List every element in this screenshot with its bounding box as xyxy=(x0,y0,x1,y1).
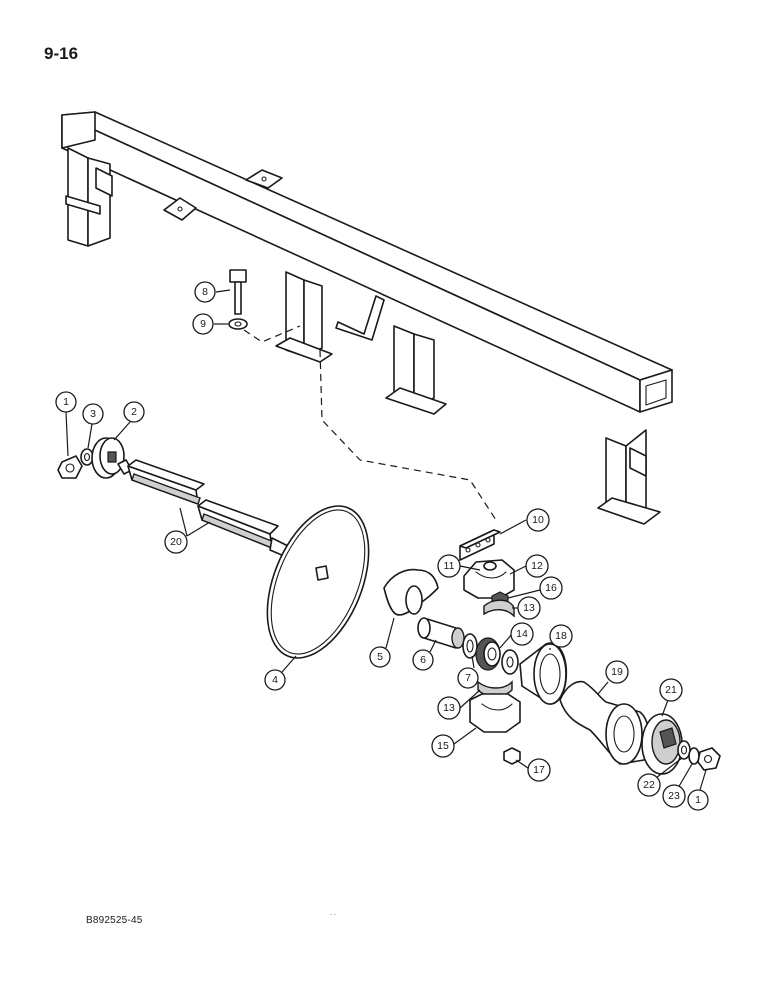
svg-text:13: 13 xyxy=(523,602,535,614)
svg-text:10: 10 xyxy=(532,514,544,526)
callout-13-upper: 13 xyxy=(517,596,541,620)
svg-text:9: 9 xyxy=(200,318,206,330)
callout-23: 23 xyxy=(662,784,686,808)
callout-1-right: 1 xyxy=(687,789,709,811)
callout-9: 9 xyxy=(192,313,214,335)
upper-housing xyxy=(463,559,515,599)
scan-mark: - - xyxy=(330,912,336,918)
svg-text:14: 14 xyxy=(516,628,528,640)
callout-5: 5 xyxy=(369,646,391,668)
spool-19 xyxy=(559,680,650,765)
bearing-insert-upper xyxy=(483,599,515,618)
svg-text:12: 12 xyxy=(531,560,543,572)
svg-text:1: 1 xyxy=(63,396,69,408)
washer-7 xyxy=(462,633,478,659)
mounting-bracket xyxy=(459,529,501,561)
callout-7: 7 xyxy=(457,667,479,689)
svg-text:17: 17 xyxy=(533,764,545,776)
svg-text:22: 22 xyxy=(643,779,655,791)
washer xyxy=(228,318,248,330)
svg-text:18: 18 xyxy=(555,630,567,642)
assembly-path-bracket xyxy=(319,349,497,521)
callout-11: 11 xyxy=(437,554,461,578)
svg-text:21: 21 xyxy=(665,684,677,696)
callout-4: 4 xyxy=(264,669,286,691)
square-shaft xyxy=(117,459,289,557)
page-number: 9-16 xyxy=(44,44,79,63)
svg-text:19: 19 xyxy=(611,666,623,678)
lower-housing xyxy=(469,693,521,733)
callout-6: 6 xyxy=(412,649,434,671)
spacer-tube xyxy=(417,617,465,649)
svg-text:11: 11 xyxy=(444,560,455,572)
callout-13-lower: 13 xyxy=(437,696,461,720)
svg-text:3: 3 xyxy=(90,408,96,420)
callout-14: 14 xyxy=(510,622,534,646)
callout-22: 22 xyxy=(637,773,661,797)
svg-text:8: 8 xyxy=(202,286,208,298)
svg-text:15: 15 xyxy=(437,740,449,752)
bearing-plate-left xyxy=(91,437,125,479)
nut-left xyxy=(57,455,83,479)
callout-19: 19 xyxy=(605,660,629,684)
callout-3: 3 xyxy=(82,403,104,425)
callout-18: 18 xyxy=(549,624,573,648)
figure-code: B892525-45 xyxy=(86,915,143,926)
callout-20: 20 xyxy=(164,530,188,554)
svg-text:23: 23 xyxy=(668,790,680,802)
svg-text:16: 16 xyxy=(545,582,557,594)
disc-blade xyxy=(266,505,370,659)
nut-right xyxy=(697,747,721,771)
svg-text:13: 13 xyxy=(443,702,455,714)
callout-17: 17 xyxy=(527,758,551,782)
svg-text:6: 6 xyxy=(420,654,426,666)
bearing-plate-right xyxy=(641,713,683,775)
callout-1-left: 1 xyxy=(55,391,77,413)
callout-8: 8 xyxy=(194,281,216,303)
callouts: 1 3 2 8 9 20 4 5 6 7 10 11 12 16 13 14 1… xyxy=(55,281,709,811)
svg-text:1: 1 xyxy=(695,794,701,806)
bolt xyxy=(229,269,247,315)
callout-10: 10 xyxy=(526,508,550,532)
callout-16: 16 xyxy=(539,576,563,600)
lock-washer-right xyxy=(677,740,691,760)
callout-12: 12 xyxy=(525,554,549,578)
spool-18 xyxy=(519,642,568,705)
callout-21: 21 xyxy=(659,678,683,702)
callout-2: 2 xyxy=(123,401,145,423)
callout-15: 15 xyxy=(431,734,455,758)
svg-text:7: 7 xyxy=(465,672,471,684)
spool-bell xyxy=(383,568,439,616)
washer-right xyxy=(501,649,519,675)
svg-text:2: 2 xyxy=(131,406,137,418)
bearing xyxy=(475,637,501,671)
frame-assembly xyxy=(61,111,673,525)
assembly-path-bolt xyxy=(243,325,301,343)
svg-text:4: 4 xyxy=(272,674,278,686)
lock-washer-left xyxy=(80,448,94,466)
svg-text:20: 20 xyxy=(170,536,182,548)
svg-text:5: 5 xyxy=(377,651,383,663)
